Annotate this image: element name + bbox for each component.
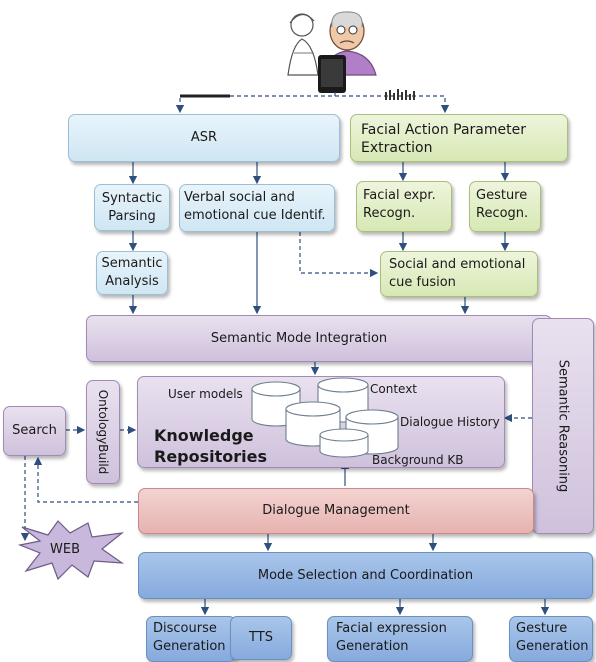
dialogue-management-box: Dialogue Management bbox=[138, 488, 534, 534]
discourse-generation-label: Discourse Generation bbox=[153, 621, 226, 654]
semantic-reasoning-label: Semantic Reasoning bbox=[555, 359, 571, 493]
semantic-mode-integration-box: Semantic Mode Integration bbox=[86, 315, 552, 362]
facial-expr-box: Facial expr. Recogn. bbox=[356, 181, 452, 232]
users-illustration bbox=[280, 5, 390, 97]
verbal-cue-box: Verbal social and emotional cue Identif. bbox=[179, 184, 335, 232]
gesture-recogn-label: Gesture Recogn. bbox=[476, 188, 529, 221]
facial-generation-label: Facial expression Generation bbox=[336, 621, 447, 654]
gesture-recogn-box: Gesture Recogn. bbox=[469, 181, 541, 232]
facial-action-label: Facial Action Parameter Extraction bbox=[361, 122, 526, 156]
syntactic-parsing-label: Syntactic Parsing bbox=[101, 190, 163, 224]
gesture-generation-box: Gesture Generation bbox=[509, 616, 593, 662]
verbal-cue-label: Verbal social and emotional cue Identif. bbox=[184, 190, 326, 223]
semantic-analysis-label: Semantic Analysis bbox=[101, 256, 163, 289]
tts-box: TTS bbox=[230, 616, 292, 660]
discourse-generation-box: Discourse Generation bbox=[146, 616, 236, 662]
facial-expr-label: Facial expr. Recogn. bbox=[363, 188, 436, 221]
search-box: Search bbox=[3, 406, 66, 456]
ontology-build-label: OntologyBuild bbox=[96, 389, 110, 475]
background-kb-label: Background KB bbox=[372, 453, 464, 467]
tts-label: TTS bbox=[249, 630, 273, 645]
web-burst-icon bbox=[18, 520, 125, 581]
database-cylinders-icon bbox=[251, 377, 399, 458]
semantic-mode-integration-label: Semantic Mode Integration bbox=[210, 330, 388, 346]
woman-figure-icon bbox=[287, 13, 319, 76]
signal-bars-icon bbox=[385, 89, 415, 100]
ontology-build-box: OntologyBuild bbox=[86, 380, 120, 484]
cue-fusion-box: Social and emotional cue fusion bbox=[380, 251, 538, 297]
gesture-generation-label: Gesture Generation bbox=[516, 621, 589, 654]
context-label: Context bbox=[370, 382, 418, 396]
dialogue-history-label: Dialogue History bbox=[400, 415, 500, 429]
semantic-analysis-box: Semantic Analysis bbox=[96, 251, 168, 295]
dialogue-management-label: Dialogue Management bbox=[262, 503, 410, 518]
asr-box: ASR bbox=[68, 114, 340, 162]
mode-selection-label: Mode Selection and Coordination bbox=[257, 567, 474, 583]
knowledge-repositories-label: Knowledge Repositories bbox=[154, 426, 268, 466]
syntactic-parsing-box: Syntactic Parsing bbox=[94, 184, 170, 231]
asr-label: ASR bbox=[190, 130, 218, 145]
web-label: WEB bbox=[50, 542, 80, 557]
tablet-icon bbox=[318, 55, 346, 93]
user-models-label: User models bbox=[168, 387, 243, 401]
knowledge-repositories-box: User models Knowledge Repositories Conte… bbox=[137, 376, 505, 468]
cue-fusion-label: Social and emotional cue fusion bbox=[389, 257, 526, 290]
semantic-reasoning-box: Semantic Reasoning bbox=[532, 318, 594, 534]
facial-generation-box: Facial expression Generation bbox=[327, 616, 473, 662]
search-label: Search bbox=[12, 423, 57, 438]
facial-action-box: Facial Action Parameter Extraction bbox=[350, 114, 568, 162]
mode-selection-box: Mode Selection and Coordination bbox=[138, 552, 593, 599]
